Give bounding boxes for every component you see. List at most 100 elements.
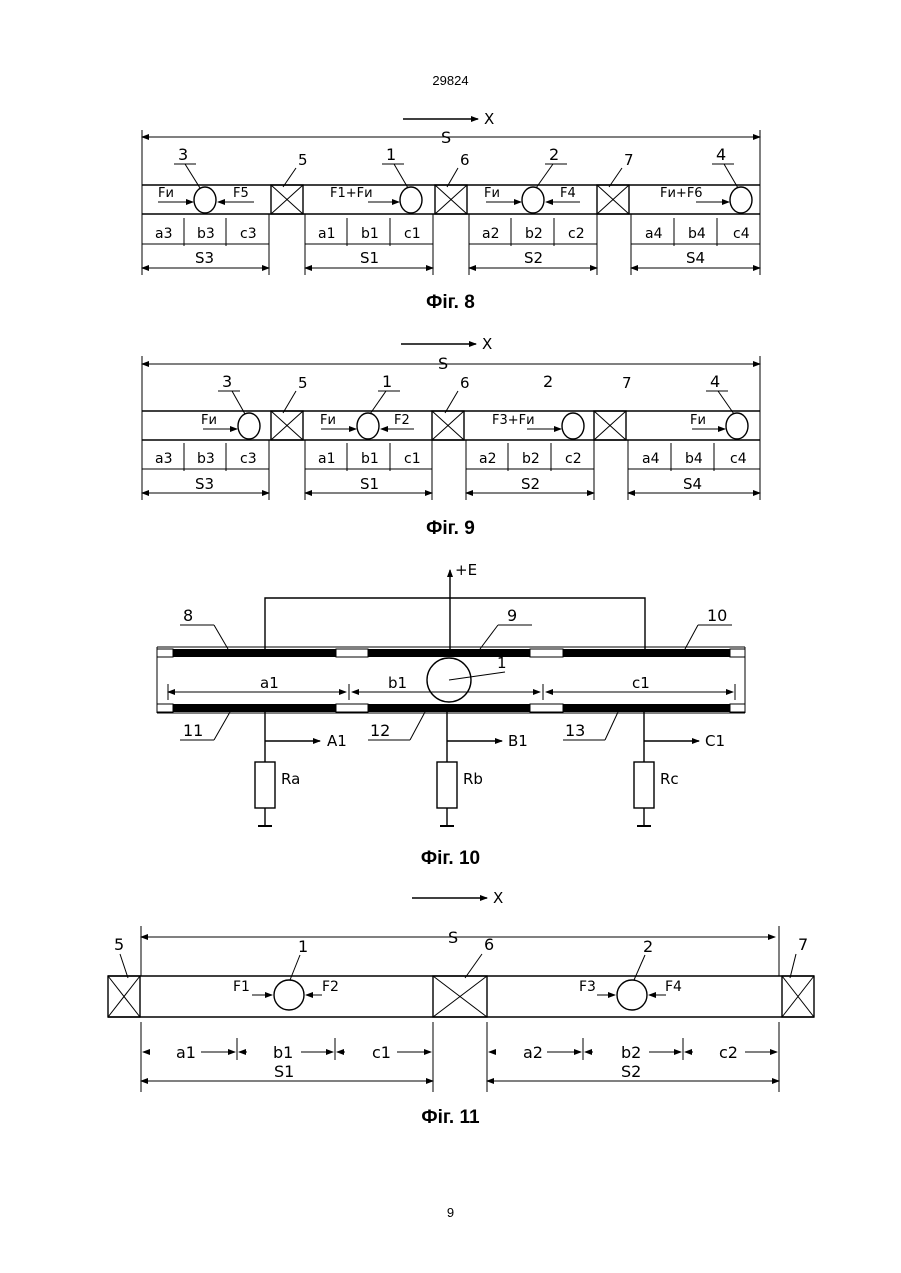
zone-label: b2	[522, 451, 540, 467]
force-label: Fи	[484, 186, 500, 201]
force-label: Fи	[201, 413, 217, 428]
ball-4	[726, 413, 748, 439]
ball-1	[400, 187, 422, 213]
electrode-8	[173, 649, 336, 657]
ball-label: 2	[543, 372, 553, 391]
zone-label: b2	[525, 226, 543, 242]
figure-8-caption: Фіг. 8	[0, 292, 901, 314]
ball-label: 3	[222, 372, 232, 391]
force-label: Fи+F6	[660, 186, 703, 201]
span-label: S2	[521, 475, 540, 493]
block-6	[432, 411, 464, 440]
electrode-12	[368, 704, 530, 712]
zone-label: a1	[318, 226, 336, 242]
zone-label: c2	[719, 1043, 738, 1062]
zone-label: a1	[318, 451, 336, 467]
span-label: S4	[683, 475, 702, 493]
ball-1	[357, 413, 379, 439]
block-5	[271, 185, 303, 214]
output-label: C1	[705, 732, 725, 750]
electrode-label: 9	[507, 606, 517, 625]
axis-label: X	[482, 335, 492, 353]
ball-2	[522, 187, 544, 213]
block-5	[271, 411, 303, 440]
axis-label: X	[484, 110, 494, 128]
page-number: 9	[0, 1205, 901, 1220]
figure-10: +E 8 9 10 1	[157, 561, 745, 826]
zone-label: c3	[240, 451, 257, 467]
block-label: 6	[484, 935, 494, 954]
block-5	[108, 976, 140, 1017]
zone-label: b3	[197, 451, 215, 467]
ball-label: 2	[549, 145, 559, 164]
force-label: Fи	[690, 413, 706, 428]
ball-label: 1	[497, 654, 507, 672]
ball-label: 2	[643, 937, 653, 956]
ball-2	[562, 413, 584, 439]
resistor-rc	[634, 762, 654, 808]
electrode-label: 12	[370, 721, 390, 740]
force-label: F4	[665, 979, 682, 995]
zone-label: c1	[404, 226, 421, 242]
force-label: F4	[560, 186, 576, 201]
ball-3	[194, 187, 216, 213]
span-s-label: S	[448, 928, 458, 947]
ball-3	[238, 413, 260, 439]
zone-label: a2	[523, 1043, 543, 1062]
zone-label: c3	[240, 226, 257, 242]
resistor-ra	[255, 762, 275, 808]
zone-label: b4	[688, 226, 706, 242]
electrode-13	[563, 704, 730, 712]
ball-label: 4	[710, 372, 720, 391]
block-label: 7	[622, 374, 632, 392]
ball-4	[730, 187, 752, 213]
zone-label: c4	[733, 226, 750, 242]
block-label: 5	[298, 151, 308, 169]
zone-label: a1	[260, 674, 279, 692]
electrode-label: 11	[183, 721, 203, 740]
block-7	[597, 185, 629, 214]
electrode-label: 8	[183, 606, 193, 625]
force-label: Fи	[158, 186, 174, 201]
span-label: S1	[360, 249, 379, 267]
force-label: Fи	[320, 413, 336, 428]
figure-9-caption: Фіг. 9	[0, 518, 901, 540]
zone-label: b1	[361, 451, 379, 467]
zone-label: a1	[176, 1043, 196, 1062]
span-label: S1	[274, 1062, 294, 1081]
block-7	[594, 411, 626, 440]
zone-label: a4	[645, 226, 663, 242]
force-label: F5	[233, 186, 249, 201]
span-label: S3	[195, 249, 214, 267]
force-label: F3+Fи	[492, 413, 535, 428]
zone-label: b2	[621, 1043, 641, 1062]
span-label: S4	[686, 249, 705, 267]
force-label: F2	[394, 413, 410, 428]
block-label: 5	[298, 374, 308, 392]
zone-label: b1	[361, 226, 379, 242]
zone-label: b4	[685, 451, 703, 467]
ball-label: 1	[298, 937, 308, 956]
block-label: 5	[114, 935, 124, 954]
ball-label: 1	[382, 372, 392, 391]
zone-label: c4	[730, 451, 747, 467]
zone-label: a3	[155, 226, 173, 242]
force-label: F2	[322, 979, 339, 995]
figure-8: X S 5 6 7 3 1 2 4 Fи F5 F1+Fи	[142, 110, 760, 275]
block-label: 6	[460, 151, 470, 169]
electrode-10	[563, 649, 730, 657]
zone-label: c1	[632, 674, 650, 692]
span-label: S2	[524, 249, 543, 267]
figure-11-caption: Фіг. 11	[0, 1107, 901, 1129]
figure-11: X S 5 6 7 1 2 F1 F2 F3 F4	[108, 889, 814, 1092]
output-label: A1	[327, 732, 347, 750]
ball-label: 4	[716, 145, 726, 164]
electrode-label: 13	[565, 721, 585, 740]
block-6	[435, 185, 467, 214]
force-label: F1+Fи	[330, 186, 373, 201]
zone-label: a2	[479, 451, 497, 467]
electrode-label: 10	[707, 606, 727, 625]
zone-label: c1	[372, 1043, 391, 1062]
block-label: 7	[798, 935, 808, 954]
